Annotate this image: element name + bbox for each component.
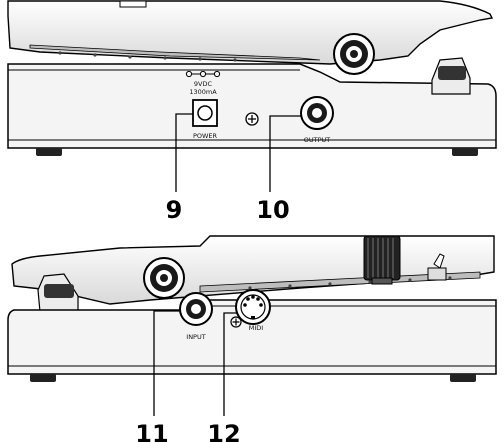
expression-knob <box>363 235 401 285</box>
callout-10-leader <box>269 115 301 192</box>
midi-label: MIDI <box>249 324 264 332</box>
input-jack <box>179 292 213 326</box>
power-spec-current: 1300mA <box>189 88 217 96</box>
pedal-right-side-view: 9VDC 1300mA POWER OUTPUT 9 10 <box>7 0 497 224</box>
callout-11-leader <box>153 310 180 416</box>
callout-9-leader <box>175 113 193 192</box>
treadle-screws <box>58 51 237 62</box>
callout-12-leader <box>223 312 238 416</box>
midi-connector <box>235 289 271 325</box>
rubber-foot-right-lower <box>450 374 476 382</box>
treadle-top-tab <box>119 0 147 8</box>
power-jack <box>192 99 218 127</box>
power-spec-voltage: 9VDC <box>194 80 213 88</box>
callout-12: 12 <box>207 420 240 442</box>
treadle-grip-strip <box>29 44 321 61</box>
rubber-foot-left-lower <box>30 374 56 382</box>
power-label: POWER <box>193 132 218 140</box>
power-jack-hole <box>197 105 213 121</box>
toggle-post <box>433 253 445 269</box>
toggle-base <box>427 267 447 281</box>
pedal-base-body <box>7 63 497 149</box>
rubber-foot-right <box>452 148 478 156</box>
callout-11: 11 <box>135 420 168 442</box>
hinge-nut-lower <box>44 284 74 298</box>
input-label: INPUT <box>186 333 205 341</box>
pedal-left-side-view: INPUT MIDI 11 12 <box>7 235 497 442</box>
rubber-foot-left <box>36 148 62 156</box>
top-jack <box>333 33 375 75</box>
callout-10: 10 <box>256 196 289 224</box>
treadle-screws-lower <box>248 276 452 290</box>
hinge-nut <box>438 66 466 80</box>
ground-screw-icon-lower <box>230 316 242 328</box>
top-jack-lower <box>143 257 185 299</box>
treadle-top-edge <box>7 0 494 65</box>
polarity-icon <box>185 70 221 78</box>
pedal-base-body-lower <box>7 299 497 375</box>
output-label: OUTPUT <box>304 136 331 144</box>
ground-screw-icon <box>245 112 259 126</box>
callout-9: 9 <box>166 196 183 224</box>
output-jack <box>300 96 334 130</box>
